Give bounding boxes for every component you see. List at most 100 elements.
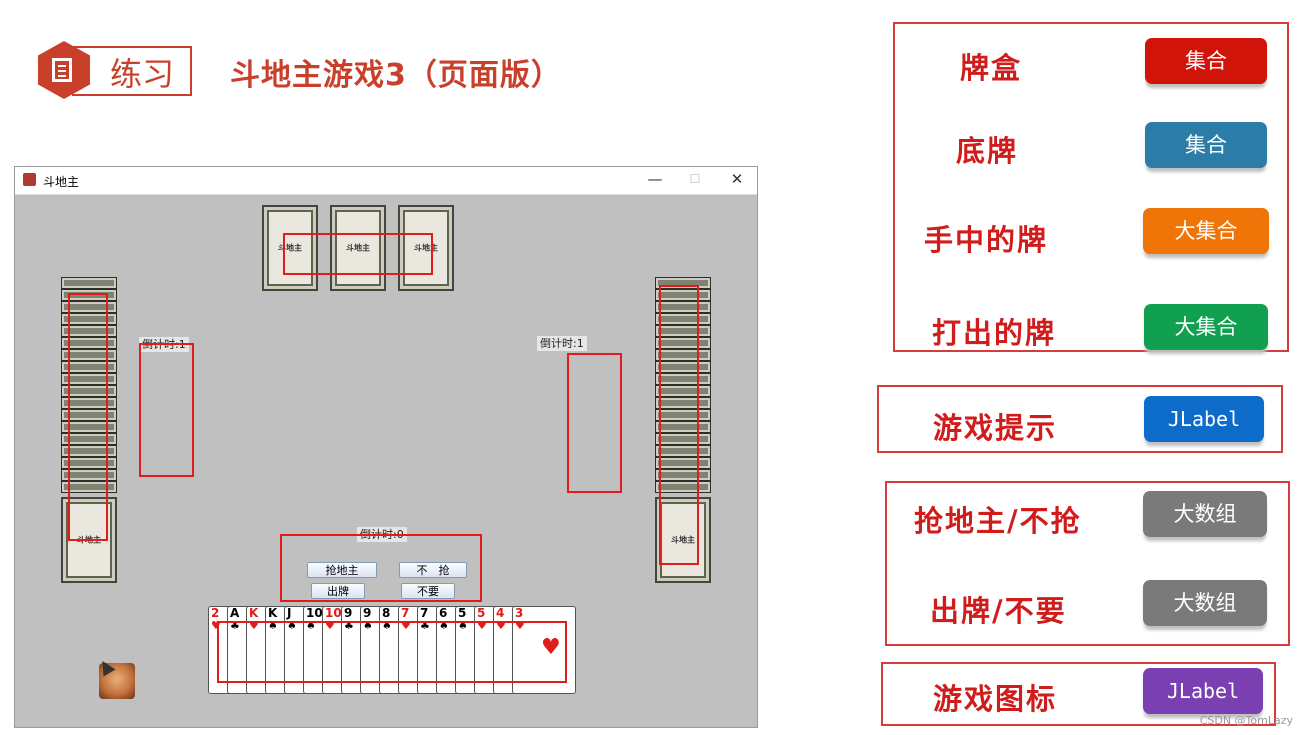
opponent-card-back <box>61 301 117 313</box>
opponent-card-back <box>61 337 117 349</box>
landlord-cards-highlight <box>283 233 433 275</box>
legend-tag-collection: 集合 <box>1145 122 1267 168</box>
card-rank: 7 <box>420 606 429 620</box>
card-rank: 5 <box>477 606 486 620</box>
landlord-card-1: 斗地主 <box>262 205 318 291</box>
card-suit-icon: ♠ <box>363 619 373 632</box>
card-suit-icon: ♥ <box>496 619 506 632</box>
card-rank: 7 <box>401 606 410 620</box>
minimize-icon[interactable]: — <box>647 170 663 188</box>
legend-group-cards <box>893 22 1289 352</box>
right-timer-label: 倒计时:1 <box>537 336 587 351</box>
app-icon <box>23 173 36 186</box>
opponent-card-back <box>61 457 117 469</box>
landlord-card-2: 斗地主 <box>330 205 386 291</box>
legend-tag-collection: 集合 <box>1145 38 1267 84</box>
legend-tag-big-array: 大数组 <box>1143 580 1267 626</box>
card-rank: J <box>287 606 292 620</box>
maximize-icon[interactable]: ☐ <box>689 172 701 186</box>
legend-label: 游戏图标 <box>933 682 1058 716</box>
window-title: 斗地主 <box>43 175 80 189</box>
left-played-area <box>139 343 194 477</box>
legend-tag-jlabel: JLabel <box>1144 396 1264 442</box>
left-player-hand <box>61 277 117 493</box>
document-icon <box>52 58 72 82</box>
card-suit-icon: ♥ <box>325 619 335 632</box>
opponent-card-back <box>61 313 117 325</box>
card-suit-icon: ♠ <box>287 619 297 632</box>
legend-tag-big-array: 大数组 <box>1143 491 1267 537</box>
close-icon[interactable]: ✕ <box>730 170 744 188</box>
card-suit-icon: ♠ <box>382 619 392 632</box>
opponent-card-back <box>61 325 117 337</box>
opponent-card-back <box>61 421 117 433</box>
opponent-card-back <box>61 385 117 397</box>
card-suit-icon: ♥ <box>249 619 259 632</box>
card-rank: 6 <box>439 606 448 620</box>
card-suit-icon: ♣ <box>420 619 430 632</box>
window-titlebar: 斗地主 — ☐ ✕ <box>15 167 757 195</box>
landlord-card-3: 斗地主 <box>398 205 454 291</box>
card-rank: 2 <box>211 606 220 620</box>
card-center-suit-icon: ♥ <box>541 635 561 660</box>
card-suit-icon: ♥ <box>211 619 221 632</box>
card-rank: 8 <box>382 606 391 620</box>
practice-label: 练习 <box>110 55 175 93</box>
card-suit-icon: ♣ <box>344 619 354 632</box>
legend-label: 底牌 <box>956 134 1019 168</box>
opponent-card-back <box>61 397 117 409</box>
card-rank: K <box>249 606 259 620</box>
opponent-card-back <box>61 469 117 481</box>
card-rank: 9 <box>344 606 353 620</box>
card-suit-icon: ♠ <box>439 619 449 632</box>
right-hand-highlight <box>659 285 699 565</box>
opponent-card-back <box>61 373 117 385</box>
rob-landlord-button[interactable]: 抢地主 <box>307 562 377 578</box>
card-suit-icon: ♥ <box>401 619 411 632</box>
player-hand: 2♥A♣K♥K♠J♠10♠10♥9♣9♠8♠7♥7♣6♠5♠5♥4♥3♥♥ <box>208 606 580 696</box>
legend-tag-big-collection: 大集合 <box>1143 208 1269 254</box>
right-played-area <box>567 353 622 493</box>
card-suit-icon: ♠ <box>306 619 316 632</box>
practice-label-frame <box>72 46 192 96</box>
card-suit-icon: ♣ <box>230 619 240 632</box>
right-player-top-card: 斗地主 <box>655 497 711 583</box>
opponent-card-back <box>61 433 117 445</box>
legend-label: 手中的牌 <box>924 223 1049 257</box>
legend-tag-big-collection: 大集合 <box>1144 304 1268 350</box>
opponent-card-back <box>61 277 117 289</box>
legend-group-hint <box>877 385 1283 453</box>
card-rank: 10 <box>306 606 323 620</box>
card-rank: 10 <box>325 606 342 620</box>
card-suit-icon: ♠ <box>458 619 468 632</box>
legend-label: 打出的牌 <box>932 316 1057 350</box>
opponent-card-back <box>61 445 117 457</box>
opponent-card-back <box>61 409 117 421</box>
card-suit-icon: ♥ <box>515 619 525 632</box>
game-avatar-icon <box>99 663 135 699</box>
legend-label: 游戏提示 <box>933 411 1058 445</box>
play-cards-button[interactable]: 出牌 <box>311 583 365 599</box>
legend-group-buttons <box>885 481 1290 646</box>
page-title: 斗地主游戏3（页面版） <box>230 58 562 93</box>
card-suit-icon: ♠ <box>268 619 278 632</box>
opponent-card-back <box>61 349 117 361</box>
opponent-card-back <box>61 481 117 493</box>
player-hand-highlight <box>217 621 567 683</box>
card-rank: 4 <box>496 606 505 620</box>
no-rob-button[interactable]: 不 抢 <box>399 562 467 578</box>
opponent-card-back <box>61 289 117 301</box>
card-rank: 3 <box>515 606 524 620</box>
legend-tag-jlabel: JLabel <box>1143 668 1263 714</box>
legend-label: 抢地主/不抢 <box>914 504 1082 538</box>
action-buttons-highlight <box>280 534 482 602</box>
card-rank: K <box>268 606 278 620</box>
opponent-card-back <box>61 361 117 373</box>
legend-label: 牌盒 <box>960 51 1023 85</box>
legend-label: 出牌/不要 <box>930 594 1067 628</box>
card-suit-icon: ♥ <box>477 619 487 632</box>
pass-button[interactable]: 不要 <box>401 583 455 599</box>
card-rank: A <box>230 606 240 620</box>
game-window: 斗地主 — ☐ ✕ 斗地主 斗地主 斗地主 斗地主 斗地主 倒计时:1 倒计时:… <box>14 166 758 728</box>
legend-group-icon <box>881 662 1276 726</box>
